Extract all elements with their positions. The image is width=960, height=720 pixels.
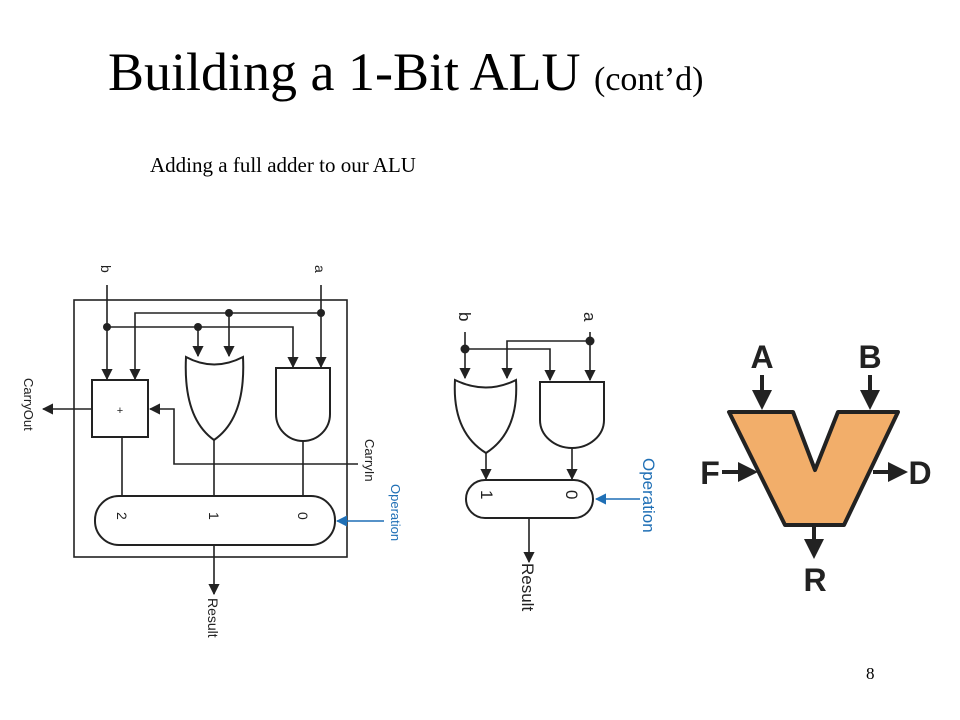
d2-or-gate	[453, 378, 518, 455]
d1-label-a: a	[312, 265, 328, 273]
slide-subtitle: Adding a full adder to our ALU	[150, 153, 416, 177]
d2-mux-input-0: 0	[562, 490, 581, 499]
alu-label-a: A	[750, 339, 773, 375]
d2-label-b: b	[455, 312, 474, 321]
wire-a-or	[223, 312, 321, 358]
d1-mux-input-0: 0	[295, 512, 311, 520]
wire-b-and	[107, 326, 299, 369]
d2-wire-a-or	[501, 340, 590, 380]
and-or-alu-diagram	[453, 332, 640, 564]
alu-v-shape	[727, 410, 900, 527]
d1-mux-input-1: 1	[206, 512, 222, 520]
title-main: Building a 1-Bit ALU	[108, 42, 581, 102]
d1-label-operation: Operation	[388, 484, 403, 541]
d1-adder-symbol: +	[117, 405, 123, 417]
or-gate	[184, 355, 245, 442]
d2-label-a: a	[580, 312, 599, 322]
d1-label-result: Result	[205, 598, 221, 638]
mux-3to1	[94, 495, 336, 546]
wire-a-adder	[129, 312, 229, 381]
diagram2-labels: b a Operation Result 1 0	[455, 312, 658, 611]
alu-label-d: D	[908, 455, 931, 491]
d1-label-carryin: CarryIn	[362, 439, 377, 482]
full-adder-alu-diagram	[41, 285, 384, 596]
d2-label-operation: Operation	[639, 458, 658, 533]
and-gate	[275, 367, 331, 442]
alu-boundary	[73, 299, 348, 558]
d1-label-b: b	[98, 265, 114, 273]
title-suffix: (cont’d)	[594, 61, 704, 98]
diagram2-dots	[460, 336, 595, 354]
alu-symbol: A B F D R	[700, 339, 931, 598]
d1-label-carryout: CarryOut	[21, 378, 36, 431]
d2-wire-b-and	[465, 348, 556, 382]
diagram1-dots	[103, 309, 325, 331]
d1-mux-input-2: 2	[114, 512, 130, 520]
alu-label-b: B	[858, 339, 881, 375]
alu-label-r: R	[803, 562, 826, 598]
slide-title: Building a 1-Bit ALU (cont’d)	[108, 40, 704, 112]
d2-mux-input-1: 1	[477, 490, 496, 499]
page-number: 8	[866, 664, 875, 683]
wire-carryin	[148, 403, 358, 465]
d2-label-result: Result	[518, 563, 537, 611]
diagram1-labels: b a + CarryOut CarryIn Operation Result …	[21, 265, 403, 638]
alu-label-f: F	[700, 455, 720, 491]
d2-and-gate	[539, 381, 605, 449]
